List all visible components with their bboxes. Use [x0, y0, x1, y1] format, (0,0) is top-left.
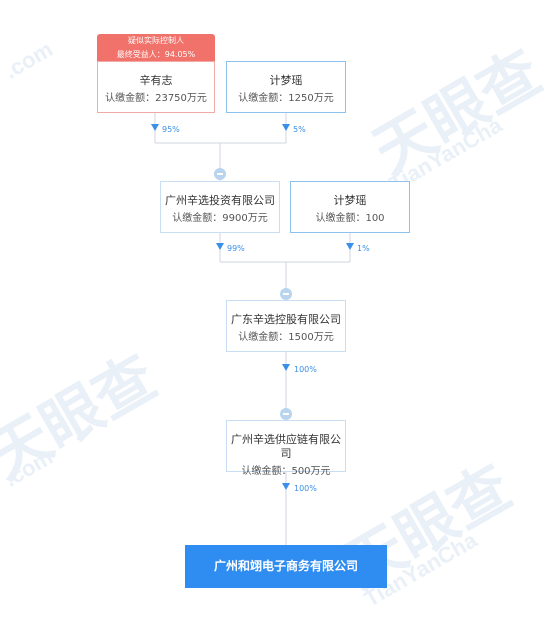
arrow-down-icon	[346, 243, 354, 250]
shareholder-amount: 认缴金额：23750万元	[105, 93, 207, 104]
arrow-down-icon	[282, 124, 290, 131]
arrow-down-icon	[282, 364, 290, 371]
controller-tag-line1: 疑似实际控制人	[128, 36, 184, 45]
collapse-icon[interactable]	[280, 408, 292, 420]
company-amount: 认缴金额：1500万元	[238, 332, 334, 343]
target-company[interactable]: 广州和翊电子商务有限公司	[185, 545, 387, 588]
arrow-down-icon	[282, 483, 290, 490]
arrow-down-icon	[216, 243, 224, 250]
percentage-ji-mid: 1%	[357, 244, 370, 253]
percentage-ji-top: 5%	[293, 125, 306, 134]
shareholder-xin-youzhi[interactable]: 辛有志 认缴金额：23750万元	[97, 61, 215, 113]
shareholder-ji-mengyao-mid[interactable]: 计梦瑶 认缴金额：100	[290, 181, 410, 233]
company-amount: 认缴金额：9900万元	[172, 213, 268, 224]
collapse-icon[interactable]	[280, 288, 292, 300]
shareholder-name: 计梦瑶	[333, 194, 367, 207]
shareholder-name: 辛有志	[139, 74, 173, 87]
company-name: 广州辛选供应链有限公司	[231, 433, 341, 460]
controller-tag-line2: 最终受益人：94.05%	[116, 50, 196, 59]
percentage-gz-invest: 99%	[227, 244, 245, 253]
percentage-gd-holding: 100%	[294, 365, 317, 374]
company-name: 广东辛选控股有限公司	[231, 313, 341, 326]
shareholder-name: 计梦瑶	[269, 74, 303, 87]
percentage-xin: 95%	[162, 125, 180, 134]
shareholder-ji-mengyao-top[interactable]: 计梦瑶 认缴金额：1250万元	[226, 61, 346, 113]
actual-controller-tag: 疑似实际控制人 最终受益人：94.05%	[97, 34, 215, 62]
company-amount: 认缴金额：500万元	[241, 466, 331, 477]
shareholder-amount: 认缴金额：1250万元	[238, 93, 334, 104]
collapse-icon[interactable]	[214, 168, 226, 180]
company-gd-xinxuan-holding[interactable]: 广东辛选控股有限公司 认缴金额：1500万元	[226, 300, 346, 352]
company-gz-xinxuan-supply-chain[interactable]: 广州辛选供应链有限公司 认缴金额：500万元	[226, 420, 346, 477]
arrow-down-icon	[151, 124, 159, 131]
company-name: 广州辛选投资有限公司	[165, 194, 275, 207]
company-gz-xinxuan-invest[interactable]: 广州辛选投资有限公司 认缴金额：9900万元	[160, 181, 280, 233]
shareholder-amount: 认缴金额：100	[315, 213, 385, 224]
percentage-gz-supply: 100%	[294, 484, 317, 493]
